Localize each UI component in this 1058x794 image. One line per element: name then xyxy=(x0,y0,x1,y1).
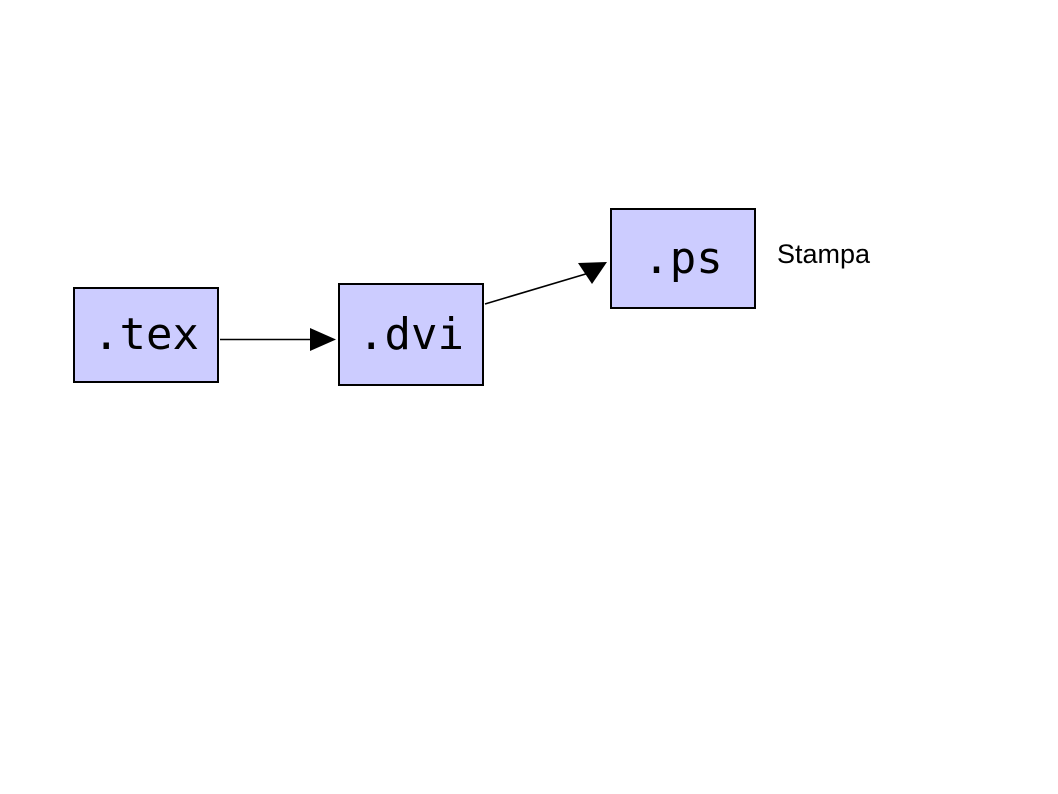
edge-tex-to-dvi xyxy=(220,328,336,351)
edge-tex-to-dvi-arrowhead xyxy=(310,328,336,351)
node-ps[interactable]: .ps xyxy=(610,208,756,309)
edge-dvi-to-ps-line xyxy=(484,272,590,305)
node-dvi[interactable]: .dvi xyxy=(338,283,484,386)
node-dvi-label: .dvi xyxy=(358,308,464,360)
annotation-stampa: Stampa xyxy=(777,239,871,269)
edge-dvi-to-ps-arrowhead xyxy=(578,262,607,284)
node-ps-label: .ps xyxy=(643,232,723,284)
edge-dvi-to-ps xyxy=(484,262,607,305)
node-tex[interactable]: .tex xyxy=(73,287,219,383)
node-tex-label: .tex xyxy=(93,309,199,360)
